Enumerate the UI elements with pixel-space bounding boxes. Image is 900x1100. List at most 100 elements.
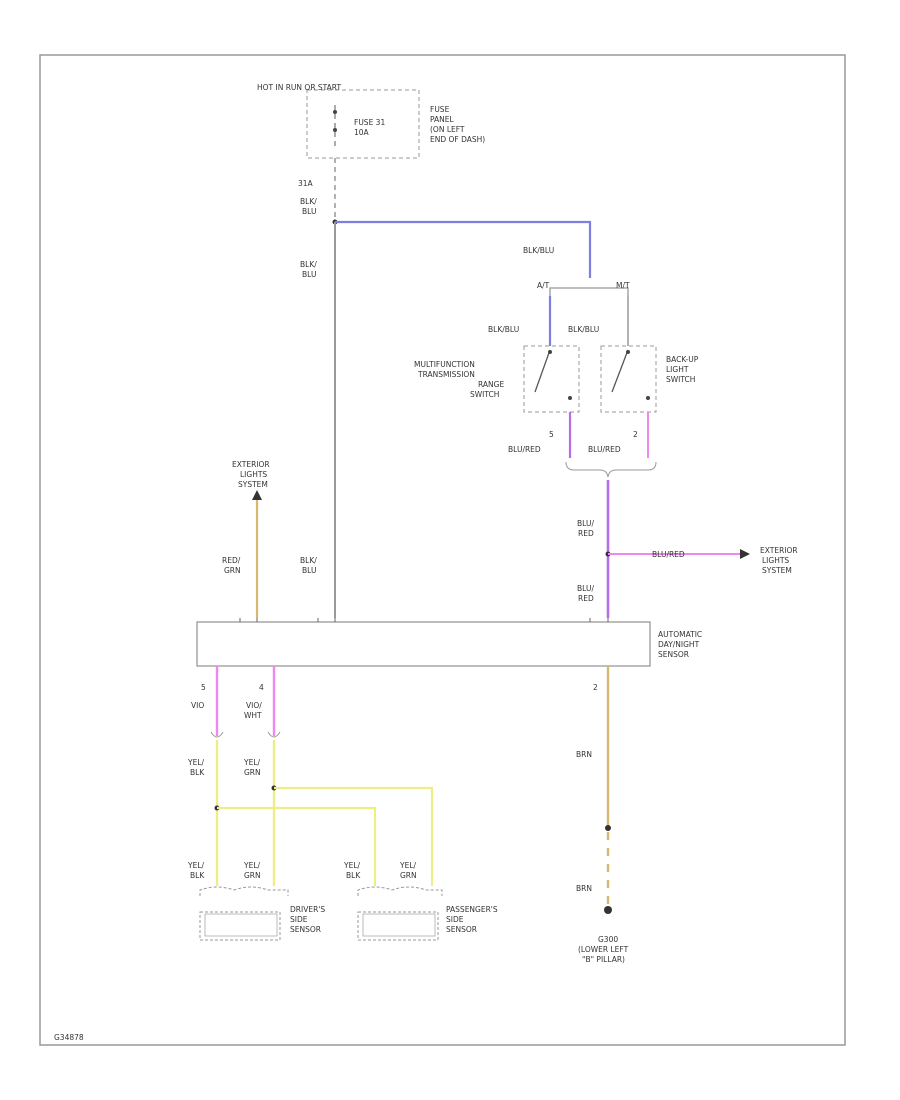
backup-switch: BACK-UP LIGHT SWITCH (600, 345, 699, 413)
passenger-sensor-box (357, 911, 439, 941)
ground-label-1: G300 (598, 935, 618, 944)
panel-label-3: (ON LEFT (430, 125, 465, 134)
wire-vio-wht-1: VIO/ (246, 701, 262, 710)
module-pin-2: 2 (593, 683, 598, 692)
wire-red-grn-1: RED/ (222, 556, 241, 565)
module-label-3: SENSOR (658, 650, 689, 659)
wire-blk-blu-branch: BLK/BLU (523, 246, 554, 255)
backup-label-3: SWITCH (666, 375, 695, 384)
wire-yel-grn-1: YEL/ (243, 758, 260, 767)
fuse-terminal-top (333, 110, 337, 114)
driver-sensor-box (199, 911, 281, 941)
fuse-label-1: FUSE 31 (354, 118, 385, 127)
module-label-2: DAY/NIGHT (658, 640, 700, 649)
wire-yel-blk-p-2: BLK (346, 871, 361, 880)
at-pin-5: 5 (549, 430, 554, 439)
wire-yel-blk-p-1: YEL/ (343, 861, 360, 870)
wire-blu-red-mt: BLU/RED (588, 445, 621, 454)
wire-blk-blu-mt: BLK/BLU (568, 325, 599, 334)
wire-brn-top: BRN (576, 750, 592, 759)
mftr-label-3: RANGE (478, 380, 504, 389)
exterior-right-3: SYSTEM (762, 566, 792, 575)
ground-point (604, 906, 612, 914)
driver-sensor-label-2: SIDE (290, 915, 308, 924)
yel-grn-passenger-wire (274, 786, 434, 886)
wire-blk-blu-low-1: BLK/ (300, 556, 317, 565)
exterior-left-2: LIGHTS (240, 470, 267, 479)
fuse-label-2: 10A (354, 128, 370, 137)
module-pin-4: 4 (259, 683, 264, 692)
module-label-1: AUTOMATIC (658, 630, 702, 639)
backup-terminal-top (626, 350, 630, 354)
at-label: A/T (537, 281, 550, 290)
fuse-panel: HOT IN RUN OR START FUSE 31 10A FUSE PAN… (257, 83, 485, 188)
passenger-sensor-inner (362, 913, 436, 937)
wire-blu-red-mid-1: BLU/ (577, 519, 594, 528)
wire-yel-blk-2: BLK (190, 768, 205, 777)
driver-side-sensor: DRIVER'S SIDE SENSOR (199, 886, 325, 941)
panel-label-4: END OF DASH) (430, 135, 485, 144)
mftr-terminal-bottom (568, 396, 572, 400)
blue-branch-wire (335, 220, 592, 278)
merge-brace (565, 461, 657, 478)
wire-blk-blu-at: BLK/BLU (488, 325, 519, 334)
driver-connector (199, 886, 289, 896)
wire-yel-blk-1: YEL/ (187, 758, 204, 767)
wire-yel-grn-d-2: GRN (244, 871, 261, 880)
wire-brn-bot: BRN (576, 884, 592, 893)
diagram-frame (39, 54, 846, 1046)
mftr-switch: MULTIFUNCTION TRANSMISSION RANGE SWITCH (414, 345, 580, 413)
passenger-sensor-label-1: PASSENGER'S (446, 905, 498, 914)
wire-blk-blu-low-2: BLU (302, 566, 316, 575)
wire-yel-grn-p-1: YEL/ (399, 861, 416, 870)
driver-sensor-inner (204, 913, 278, 937)
exterior-arrow-right (740, 549, 750, 559)
backup-label-2: LIGHT (666, 365, 689, 374)
exterior-arrow-up (252, 490, 262, 500)
wire-yel-grn-d-1: YEL/ (243, 861, 260, 870)
passenger-connector (357, 886, 443, 896)
wire-yel-blk-d-2: BLK (190, 871, 205, 880)
fuse-pin-label: 31A (298, 179, 314, 188)
wire-blu-red-ext: BLU/RED (652, 550, 685, 559)
wire-yel-grn-2: GRN (244, 768, 261, 777)
wire-blk-blu-top-1: BLK/ (300, 197, 317, 206)
mftr-label-4: SWITCH (470, 390, 499, 399)
mt-pin-2: 2 (633, 430, 638, 439)
mftr-contact (534, 349, 551, 393)
backup-terminal-bottom (646, 396, 650, 400)
splice-brn (605, 825, 611, 831)
mftr-terminal-top (548, 350, 552, 354)
passenger-sensor-label-2: SIDE (446, 915, 464, 924)
exterior-left-1: EXTERIOR (232, 460, 270, 469)
wire-blu-red-mid-2: RED (578, 529, 594, 538)
exterior-right-2: LIGHTS (762, 556, 789, 565)
wire-vio: VIO (191, 701, 204, 710)
hot-in-run-label: HOT IN RUN OR START (257, 83, 341, 92)
ground-label-3: "B" PILLAR) (582, 955, 625, 964)
wire-blu-red-at: BLU/RED (508, 445, 541, 454)
driver-sensor-label-3: SENSOR (290, 925, 321, 934)
connector-vio-wht (267, 731, 281, 738)
wire-red-grn-2: GRN (224, 566, 241, 575)
connector-vio (210, 731, 224, 738)
diagram-code: G34878 (54, 1033, 84, 1042)
wire-yel-blk-d-1: YEL/ (187, 861, 204, 870)
at-mt-split (549, 287, 629, 296)
wire-vio-wht-2: WHT (244, 711, 262, 720)
fuse-terminal-bottom (333, 128, 337, 132)
module-box (196, 621, 651, 667)
driver-sensor-label-1: DRIVER'S (290, 905, 325, 914)
mftr-label-2: TRANSMISSION (417, 370, 475, 379)
wire-blu-red-low-2: RED (578, 594, 594, 603)
yel-blk-passenger-wire (217, 806, 377, 886)
passenger-sensor-label-3: SENSOR (446, 925, 477, 934)
mftr-switch-box (523, 345, 580, 413)
backup-contact (611, 349, 629, 393)
wire-blk-blu-mid-2: BLU (302, 270, 316, 279)
day-night-sensor-module: AUTOMATIC DAY/NIGHT SENSOR (196, 618, 702, 667)
backup-label-1: BACK-UP (666, 355, 699, 364)
exterior-left-3: SYSTEM (238, 480, 268, 489)
backup-switch-box (600, 345, 657, 413)
